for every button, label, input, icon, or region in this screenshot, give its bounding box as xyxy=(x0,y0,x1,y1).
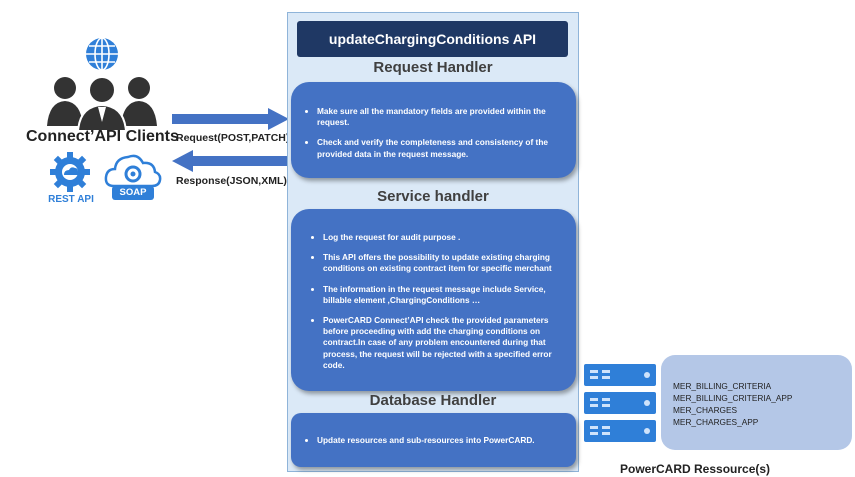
service-handler-title: Service handler xyxy=(377,188,489,205)
database-handler-title: Database Handler xyxy=(369,392,497,409)
request-handler-item: Check and verify the completeness and co… xyxy=(317,137,568,159)
response-arrow xyxy=(172,150,289,172)
database-handler-item: Update resources and sub-resources into … xyxy=(317,435,568,446)
request-arrow xyxy=(172,108,289,130)
database-server-icon xyxy=(584,364,656,444)
service-handler-item: The information in the request message i… xyxy=(323,284,568,306)
resource-table-name: MER_CHARGES_APP xyxy=(673,417,759,427)
resources-box xyxy=(661,355,852,450)
resource-table-name: MER_BILLING_CRITERIA xyxy=(673,381,772,391)
globe-icon xyxy=(86,37,118,71)
request-handler-title: Request Handler xyxy=(373,59,493,76)
clients-label: Connect’API Clients xyxy=(26,128,179,145)
clients-group-icon xyxy=(47,37,157,131)
soap-cloud-icon xyxy=(104,154,162,188)
service-handler-item: PowerCARD Connect’API check the provided… xyxy=(323,315,568,371)
database-handler-box: Update resources and sub-resources into … xyxy=(291,413,576,467)
soap-badge: SOAP xyxy=(112,186,154,200)
service-handler-item: Log the request for audit purpose . xyxy=(323,232,568,243)
service-handler-box: Log the request for audit purpose . This… xyxy=(291,209,576,391)
request-handler-box: Make sure all the mandatory fields are p… xyxy=(291,82,576,178)
rest-api-gear-icon xyxy=(50,152,90,192)
resource-table-name: MER_CHARGES xyxy=(673,405,738,415)
resources-caption: PowerCARD Ressource(s) xyxy=(620,462,771,476)
api-title: updateChargingConditions API xyxy=(297,21,568,57)
request-label: Request(POST,PATCH) xyxy=(176,132,290,144)
resource-table-name: MER_BILLING_CRITERIA_APP xyxy=(673,393,793,403)
service-handler-item: This API offers the possibility to updat… xyxy=(323,252,568,274)
rest-api-label: REST API xyxy=(48,194,94,205)
response-label: Response(JSON,XML) xyxy=(176,175,287,187)
resources-table-list: MER_BILLING_CRITERIA MER_BILLING_CRITERI… xyxy=(673,380,792,428)
request-handler-item: Make sure all the mandatory fields are p… xyxy=(317,106,568,128)
